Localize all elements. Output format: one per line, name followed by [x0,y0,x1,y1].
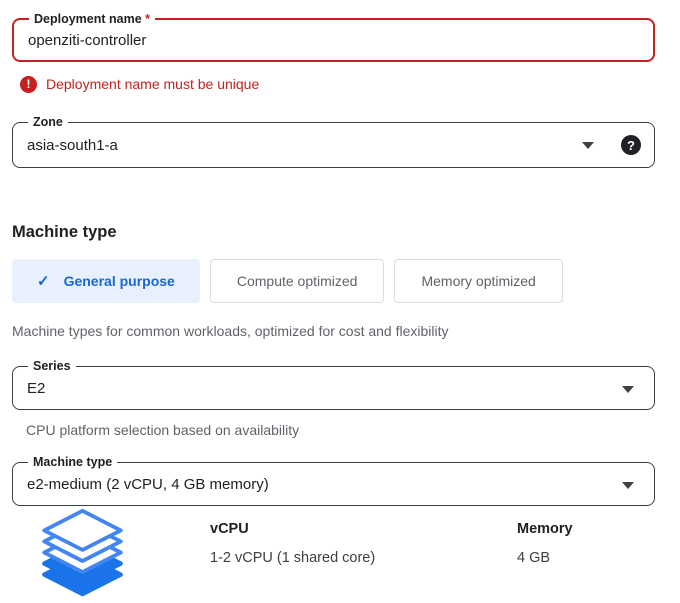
tab-memory-optimized[interactable]: Memory optimized [394,259,563,303]
zone-select-field[interactable]: Zone asia-south1-a ? [12,114,655,168]
machine-type-heading: Machine type [12,223,117,241]
checkmark-icon: ✓ [37,273,50,290]
deployment-name-label: Deployment name * [29,11,156,27]
zone-selected-value: asia-south1-a [27,136,118,154]
machine-spec-row: vCPU 1-2 vCPU (1 shared core) Memory 4 G… [12,506,655,602]
cpu-platform-helper: CPU platform selection based on availabi… [26,422,300,438]
deployment-name-label-text: Deployment name [34,12,142,26]
machine-type-selected-value: e2-medium (2 vCPU, 4 GB memory) [27,475,269,493]
tab-general-purpose[interactable]: ✓ General purpose [12,259,200,303]
deployment-name-field[interactable]: Deployment name * [12,11,655,62]
error-exclamation-icon: ! [20,75,37,93]
memory-header: Memory [517,521,573,537]
vcpu-header: vCPU [210,521,249,537]
tab-label: Memory optimized [421,273,536,289]
machine-series-stack-icon [40,508,125,602]
machine-type-select-field[interactable]: Machine type e2-medium (2 vCPU, 4 GB mem… [12,454,655,506]
help-icon[interactable]: ? [621,135,641,155]
vcpu-value: 1-2 vCPU (1 shared core) [210,550,376,566]
chevron-down-icon[interactable] [582,142,594,149]
required-asterisk: * [145,12,151,26]
tab-label: Compute optimized [236,273,358,289]
machine-type-label: Machine type [28,454,118,470]
deployment-name-input[interactable] [14,31,653,49]
series-select-field[interactable]: Series E2 [12,358,655,410]
vcpu-spec-column: vCPU 1-2 vCPU (1 shared core) [210,506,445,602]
zone-label: Zone [28,114,68,130]
chevron-down-icon[interactable] [622,482,634,489]
memory-value: 4 GB [517,550,551,566]
error-message-row: ! Deployment name must be unique [12,75,655,93]
memory-spec-column: Memory 4 GB [517,506,573,602]
deployment-form: Deployment name * ! Deployment name must… [0,11,655,602]
error-message-text: Deployment name must be unique [46,76,260,92]
chevron-down-icon[interactable] [622,386,634,393]
tab-compute-optimized[interactable]: Compute optimized [209,259,385,303]
machine-type-description: Machine types for common workloads, opti… [12,323,449,339]
tab-label: General purpose [63,273,175,289]
series-selected-value: E2 [27,379,46,397]
machine-family-tabs: ✓ General purpose Compute optimized Memo… [12,259,655,303]
series-label: Series [28,358,76,374]
